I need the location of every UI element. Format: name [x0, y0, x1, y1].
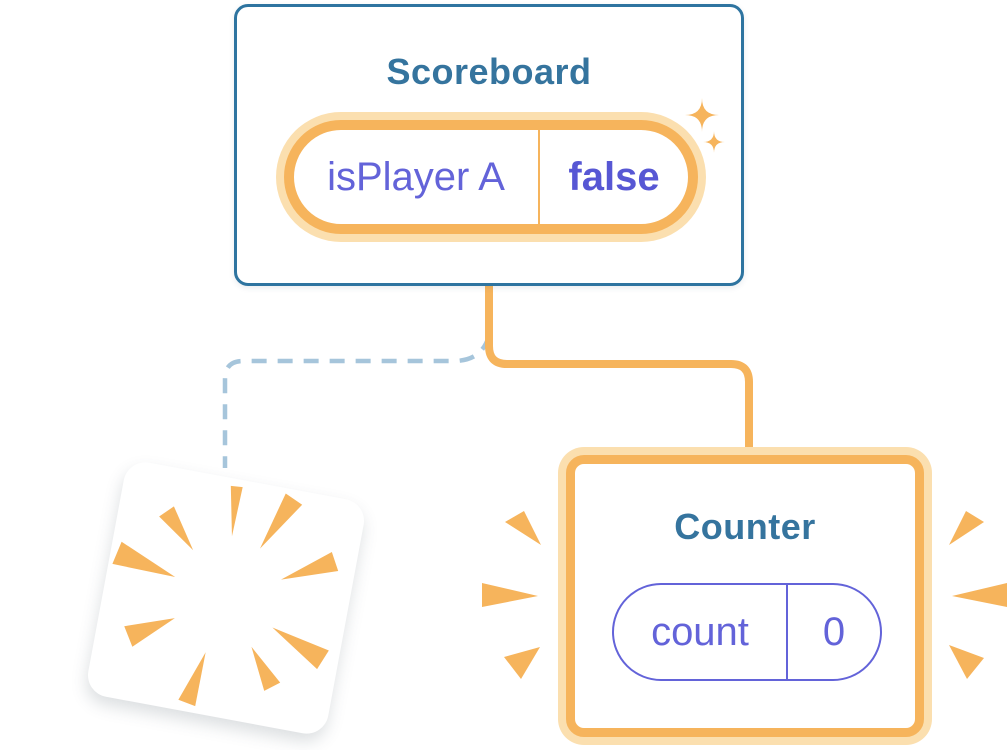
sparkles-icon — [685, 98, 725, 153]
state-value-label: 0 — [822, 609, 846, 654]
state-name-label: count — [651, 609, 749, 654]
scoreboard-state-pill: isPlayer A false — [284, 120, 698, 234]
explosion-burst-icon — [112, 485, 339, 707]
pill-divider — [538, 130, 540, 224]
emphasis-burst-icon — [482, 511, 1007, 679]
pill-divider — [786, 585, 788, 679]
orange-connector-line — [485, 286, 753, 458]
counter-title: Counter — [674, 506, 816, 547]
scoreboard-title: Scoreboard — [386, 51, 592, 92]
counter-component-card: Counter count 0 — [566, 455, 924, 737]
state-value-label: false — [568, 154, 660, 199]
state-name-label: isPlayer A — [327, 154, 505, 199]
destroyed-component-card — [84, 458, 368, 738]
scoreboard-component-card: Scoreboard isPlayer A false — [234, 4, 744, 286]
counter-state-pill: count 0 — [612, 583, 882, 681]
dashed-connector-line — [222, 335, 492, 468]
